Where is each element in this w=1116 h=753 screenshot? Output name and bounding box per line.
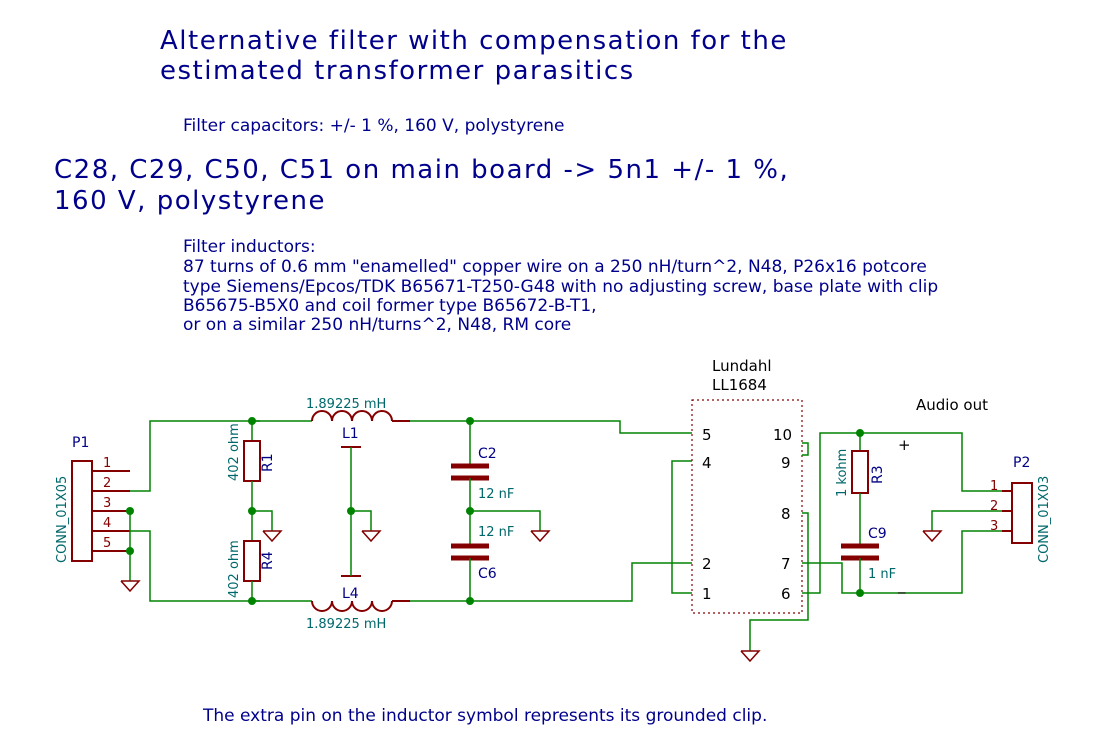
r1-value: 402 ohm: [227, 423, 242, 481]
l4-ref: L4: [342, 586, 359, 602]
t1-pin-8: 8: [781, 505, 791, 523]
capacitor-c9: C9 1 nF: [841, 526, 896, 593]
p1-pin-5: 5: [103, 536, 111, 551]
r3-ref: R3: [870, 465, 886, 484]
p1-pin-2: 2: [103, 476, 111, 491]
t1-pin-9: 9: [781, 454, 791, 472]
main-board-note-line-2: 160 V, polystyrene: [54, 186, 326, 216]
p1-ref: P1: [72, 435, 89, 451]
inductors-note-line-1: 87 turns of 0.6 mm "enamelled" copper wi…: [183, 257, 927, 277]
inductors-note-line-3: B65675-B5X0 and coil former type B65672-…: [183, 296, 597, 316]
ground-symbol-l: [361, 530, 382, 543]
p2-value: CONN_01X03: [1037, 476, 1052, 563]
ground-symbol-r: [262, 530, 283, 543]
r4-value: 402 ohm: [227, 540, 242, 598]
c6-value: 12 nF: [478, 525, 514, 540]
l1-ref: L1: [342, 426, 359, 442]
t1-pin-10: 10: [773, 426, 792, 444]
p2-pin-3: 3: [990, 519, 998, 534]
p1-value: CONN_01X05: [55, 476, 70, 563]
filter-capacitors-note: Filter capacitors: +/- 1 %, 160 V, polys…: [183, 116, 564, 136]
c2-ref: C2: [478, 446, 497, 462]
transformer-body: [691, 399, 803, 614]
r4-ref: R4: [260, 551, 276, 570]
audio-out-label: Audio out: [916, 396, 988, 414]
inductor-l1: 1.89225 mH L1: [306, 397, 410, 448]
transformer-t1: Lundahl LL1684 5 4 2 1 10 9 8 7 6: [691, 357, 803, 614]
resistor-r4: R4 402 ohm: [227, 540, 276, 601]
connector-p2: Audio out P2 CONN_01X03 1 2 3: [916, 396, 1052, 563]
transformer-name-line-2: LL1684: [712, 376, 767, 394]
transformer-name-line-1: Lundahl: [712, 357, 772, 375]
p2-ref: P2: [1013, 455, 1030, 471]
resistor-r3: R3 1 kohm: [835, 433, 886, 546]
c9-value: 1 nF: [868, 567, 896, 582]
ground-symbol-c: [530, 530, 551, 543]
t1-pin-6: 6: [781, 585, 791, 603]
p1-pin-4: 4: [103, 516, 111, 531]
t1-pin-7: 7: [781, 555, 791, 573]
title-line-2: estimated transformer parasitics: [160, 56, 635, 86]
p1-body: [71, 460, 93, 562]
inductor-l4: L4 1.89225 mH: [306, 575, 410, 632]
inductors-note-line-2: type Siemens/Epcos/TDK B65671-T250-G48 w…: [183, 277, 938, 297]
p1-pin-3: 3: [103, 496, 111, 511]
ground-symbol-t: [740, 650, 761, 663]
inductors-header: Filter inductors:: [183, 237, 316, 257]
c2-value: 12 nF: [478, 487, 514, 502]
p2-body: [1011, 482, 1033, 544]
main-board-note-line-1: C28, C29, C50, C51 on main board -> 5n1 …: [54, 155, 789, 185]
l1-value: 1.89225 mH: [306, 397, 386, 412]
c6-ref: C6: [478, 566, 497, 582]
inductors-note-line-4: or on a similar 250 nH/turns^2, N48, RM …: [183, 315, 571, 335]
minus-sign: _: [897, 576, 906, 595]
t1-pin-5: 5: [702, 426, 712, 444]
r3-value: 1 kohm: [835, 449, 850, 497]
resistor-r1: R1 402 ohm: [227, 421, 276, 541]
t1-pin-1: 1: [702, 585, 712, 603]
footer-note: The extra pin on the inductor symbol rep…: [202, 706, 767, 726]
c9-ref: C9: [868, 526, 887, 542]
t1-pin-2: 2: [702, 555, 712, 573]
p2-pin-2: 2: [990, 499, 998, 514]
connector-p1: P1 CONN_01X05 1 2 3 4 5: [55, 435, 130, 563]
r1-ref: R1: [260, 453, 276, 472]
plus-sign: +: [898, 436, 911, 454]
p2-pin-1: 1: [990, 479, 998, 494]
p1-pin-1: 1: [103, 456, 111, 471]
title-line-1: Alternative filter with compensation for…: [160, 26, 788, 56]
ground-symbol-p1: [120, 580, 141, 593]
capacitor-c6: 12 nF C6: [451, 525, 514, 601]
l4-value: 1.89225 mH: [306, 617, 386, 632]
t1-pin-4: 4: [702, 454, 712, 472]
ground-symbol-p2: [922, 530, 943, 543]
p1-wiring: [126, 420, 260, 602]
